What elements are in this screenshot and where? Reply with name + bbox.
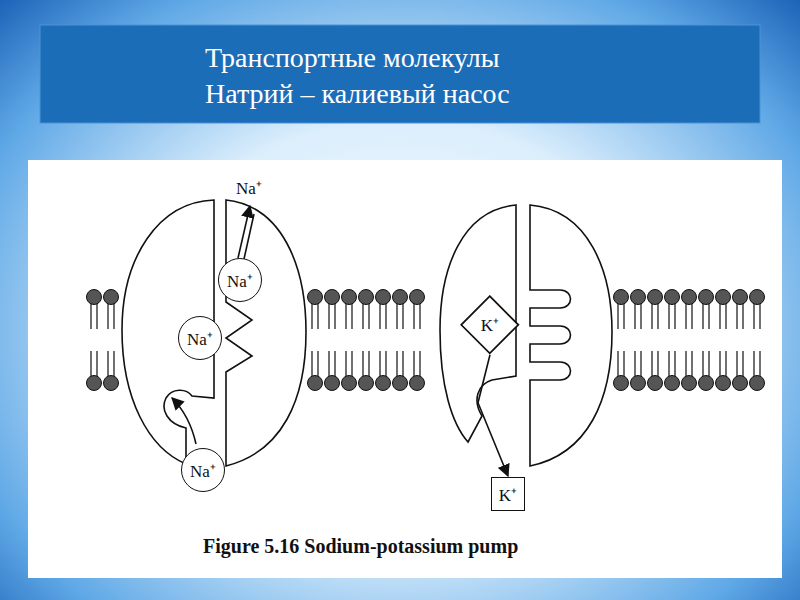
lipid-head	[104, 376, 119, 391]
lipid-head	[308, 290, 323, 305]
potassium-pump	[440, 205, 612, 466]
title-band	[40, 25, 760, 123]
lipid-head	[342, 376, 357, 391]
lipid-head	[631, 376, 646, 391]
lipid-head	[648, 290, 663, 305]
ion-symbol: Na⁺	[227, 269, 253, 292]
lipid-head	[665, 290, 680, 305]
ion-symbol: Na⁺	[187, 327, 213, 350]
lipid-head	[716, 376, 731, 391]
lipid-head	[325, 290, 340, 305]
sodium-pump	[122, 200, 306, 466]
lipid-head	[410, 290, 425, 305]
ion-symbol: K⁺	[499, 483, 517, 506]
ion-symbol: K⁺	[481, 313, 499, 336]
lipid-head	[665, 376, 680, 391]
ion-box: K⁺	[491, 477, 525, 511]
lipid-head	[733, 376, 748, 391]
figure-caption: Figure 5.16 Sodium-potassium pump	[203, 535, 518, 558]
ion-circle: Na⁺	[178, 316, 222, 360]
lipid-head	[342, 290, 357, 305]
lipid-head	[376, 290, 391, 305]
lipid-head	[325, 376, 340, 391]
lipid-head	[699, 376, 714, 391]
pump-half	[530, 205, 612, 466]
ion-circle: Na⁺	[218, 258, 262, 302]
ion-symbol: Na⁺	[190, 459, 216, 482]
lipid-head	[376, 376, 391, 391]
pump-half	[122, 200, 214, 464]
exit-arrow	[238, 206, 250, 258]
lipid-head	[682, 290, 697, 305]
lipid-head	[359, 290, 374, 305]
pump-half	[226, 200, 306, 466]
lipid-head	[699, 290, 714, 305]
lipid-head	[308, 376, 323, 391]
lipid-head	[393, 290, 408, 305]
lipid-head	[104, 290, 119, 305]
ion-circle: Na⁺	[181, 448, 225, 492]
lipid-head	[733, 290, 748, 305]
exit-arrow	[244, 214, 254, 259]
figure-panel	[28, 160, 782, 578]
lipid-head	[716, 290, 731, 305]
entry-arrow	[172, 398, 196, 444]
lipid-head	[648, 376, 663, 391]
lipid-head	[750, 290, 765, 305]
lipid-head	[682, 376, 697, 391]
lipid-head	[393, 376, 408, 391]
slide-title: Транспортные молекулы Натрий – калиевый …	[205, 40, 565, 113]
lipid-head	[410, 376, 425, 391]
lipid-head	[359, 376, 374, 391]
lipid-head	[750, 376, 765, 391]
lipid-head	[614, 376, 629, 391]
ion-label: Na⁺	[236, 176, 262, 199]
lipid-head	[87, 290, 102, 305]
transport-arrow	[478, 355, 508, 476]
ion-diamond: K⁺	[460, 295, 520, 355]
lipid-head	[631, 290, 646, 305]
lipid-head	[614, 290, 629, 305]
lipid-head	[87, 376, 102, 391]
